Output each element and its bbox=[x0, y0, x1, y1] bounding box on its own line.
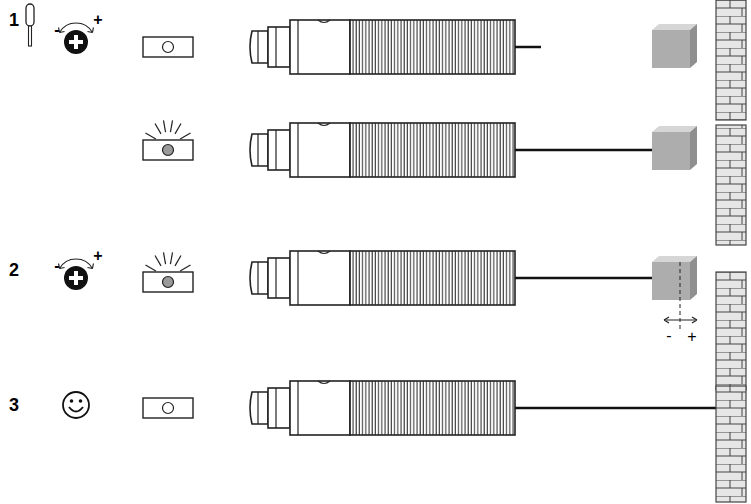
brick-wall bbox=[716, 125, 746, 245]
sensor-connector-line bbox=[257, 31, 258, 63]
brick-wall bbox=[716, 386, 746, 502]
led-ray bbox=[145, 133, 155, 139]
sensor-connector bbox=[250, 392, 268, 424]
cube-front bbox=[652, 30, 690, 68]
sensor-notch bbox=[318, 123, 330, 126]
sensor-connector-line bbox=[257, 134, 258, 166]
sensor-thread bbox=[350, 123, 515, 177]
cube-top bbox=[652, 126, 697, 132]
cube-top bbox=[652, 24, 697, 30]
sensor-notch bbox=[318, 251, 330, 254]
pot-slot bbox=[74, 35, 78, 49]
minus-sign: - bbox=[54, 258, 59, 274]
screwdriver-handle bbox=[26, 4, 34, 26]
led-light bbox=[163, 145, 174, 156]
plus-sign: + bbox=[687, 329, 696, 345]
position-marker bbox=[680, 262, 681, 332]
sensor bbox=[250, 251, 515, 305]
led-ray bbox=[145, 265, 155, 271]
led-indicator bbox=[143, 272, 193, 292]
cube-side bbox=[690, 126, 697, 170]
smiley-mouth bbox=[69, 407, 83, 412]
minus-sign: - bbox=[54, 22, 59, 38]
sensor-body-line bbox=[297, 251, 298, 305]
sensor-body bbox=[290, 123, 350, 177]
brick-wall bbox=[716, 0, 746, 120]
sensor-body-line bbox=[297, 123, 298, 177]
sensor-connector-line bbox=[257, 262, 258, 294]
minus-sign: - bbox=[666, 328, 671, 344]
sensor-body bbox=[290, 20, 350, 74]
sensor-notch bbox=[318, 20, 330, 23]
sensor bbox=[250, 381, 515, 435]
led-indicator bbox=[143, 37, 193, 57]
sensor-collar-line bbox=[275, 130, 276, 170]
sensor-collar-line bbox=[275, 27, 276, 67]
potentiometer bbox=[64, 266, 88, 290]
cube-side bbox=[690, 24, 697, 68]
sensor-collar bbox=[268, 258, 290, 298]
sensor-body bbox=[290, 251, 350, 305]
led-ray bbox=[155, 255, 161, 265]
cube-top bbox=[652, 256, 697, 262]
plus-sign: + bbox=[93, 12, 102, 28]
sensor-connector bbox=[250, 262, 268, 294]
led-indicator bbox=[143, 140, 193, 160]
brick-wall bbox=[716, 272, 746, 390]
sensor-thread bbox=[350, 381, 515, 435]
step-number: 1 bbox=[9, 11, 19, 29]
potentiometer bbox=[64, 30, 88, 54]
turn-arc bbox=[60, 23, 93, 33]
sensor-body-line bbox=[297, 20, 298, 74]
led-ray bbox=[163, 252, 165, 264]
sensor-collar bbox=[268, 388, 290, 428]
sensor bbox=[250, 20, 515, 74]
led-ray bbox=[170, 252, 172, 264]
sensor-body bbox=[290, 381, 350, 435]
smiley-eye bbox=[70, 399, 74, 403]
turn-arc bbox=[60, 259, 93, 269]
sensor bbox=[250, 123, 515, 177]
step-number: 2 bbox=[9, 261, 19, 279]
pot-slot bbox=[74, 271, 78, 285]
sensor-notch bbox=[318, 381, 330, 384]
led-ray bbox=[180, 133, 190, 139]
sensor-collar-line bbox=[275, 258, 276, 298]
cube-side bbox=[690, 256, 697, 300]
sensor-collar bbox=[268, 130, 290, 170]
sensor-thread bbox=[350, 20, 515, 74]
led-light bbox=[163, 403, 174, 414]
light-beam bbox=[515, 149, 652, 152]
step-number: 3 bbox=[9, 396, 19, 414]
led-ray bbox=[155, 123, 161, 133]
move-arrowhead bbox=[664, 317, 697, 323]
sensor-thread bbox=[350, 251, 515, 305]
cube-front bbox=[652, 262, 690, 300]
screwdriver-shaft bbox=[29, 26, 32, 46]
sensor-body-line bbox=[297, 381, 298, 435]
led-ray bbox=[175, 255, 181, 265]
sensor-connector-line bbox=[257, 392, 258, 424]
led-ray bbox=[175, 123, 181, 133]
led-ray bbox=[163, 120, 165, 132]
led-light bbox=[163, 42, 174, 53]
smiley-face bbox=[63, 392, 89, 418]
light-beam bbox=[515, 46, 541, 49]
turn-arrowhead bbox=[87, 28, 93, 33]
sensor-collar bbox=[268, 27, 290, 67]
led-ray bbox=[170, 120, 172, 132]
led-ray bbox=[180, 265, 190, 271]
smiley-eye bbox=[79, 399, 83, 403]
plus-sign: + bbox=[93, 248, 102, 264]
light-beam bbox=[515, 407, 716, 410]
sensor-connector bbox=[250, 134, 268, 166]
sensor-connector bbox=[250, 31, 268, 63]
led-light bbox=[163, 277, 174, 288]
sensor-collar-line bbox=[275, 388, 276, 428]
move-arrow bbox=[664, 319, 697, 320]
led-indicator bbox=[143, 398, 193, 418]
cube-front bbox=[652, 132, 690, 170]
turn-arrowhead bbox=[87, 264, 93, 269]
